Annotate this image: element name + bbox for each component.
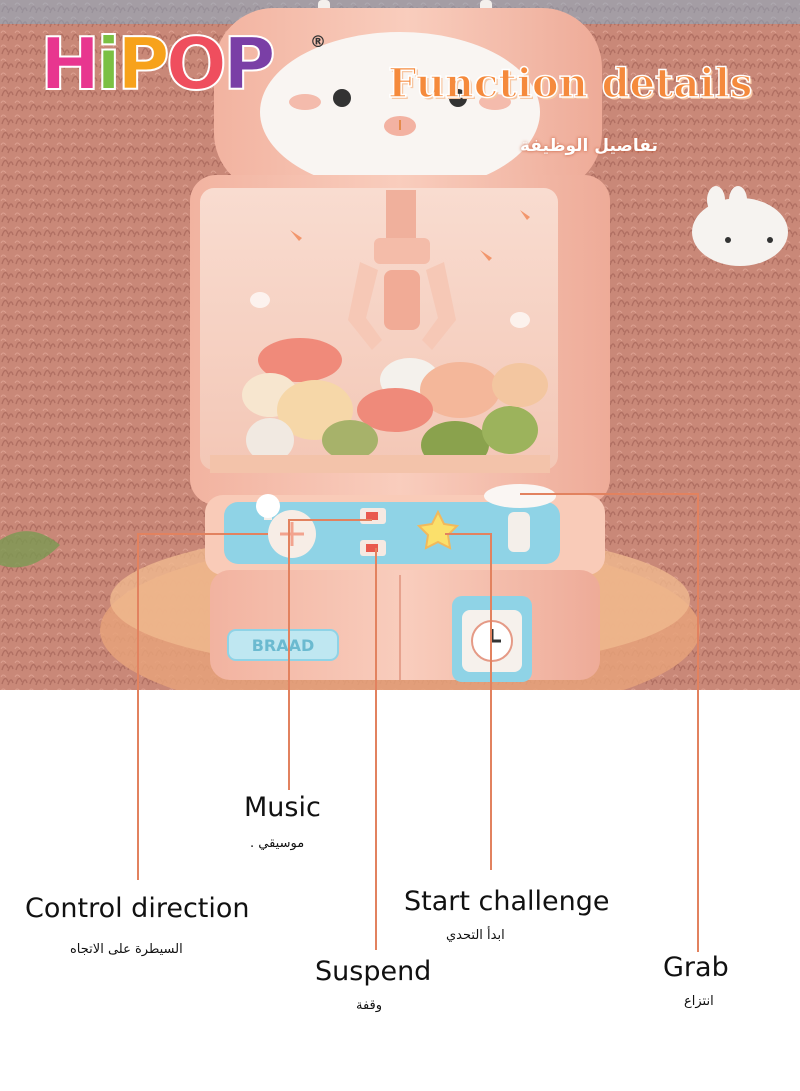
logo-letter-p2: P	[222, 22, 277, 106]
label-control-direction: Control direction	[25, 893, 250, 924]
label-start-challenge-ar: ابدأ التحدي	[446, 928, 505, 943]
logo-letter-o: O	[165, 22, 228, 106]
leader-line-music	[288, 519, 372, 790]
label-grab: Grab	[663, 952, 729, 983]
brand-logo: HiPOP ®	[39, 27, 326, 101]
label-suspend: Suspend	[315, 956, 432, 987]
leader-line-control	[137, 533, 268, 880]
machine-plate-text: BRAAD	[252, 636, 315, 655]
logo-letter-h: H	[39, 22, 101, 106]
registered-mark: ®	[310, 32, 326, 51]
label-start-challenge: Start challenge	[404, 886, 610, 917]
label-music: Music	[244, 792, 321, 823]
function-details-title: Function details	[387, 59, 753, 108]
function-details-subtitle-ar: تفاصيل الوظيفة	[520, 136, 658, 156]
product-photo: BRAAD	[0, 0, 800, 690]
label-grab-ar: انتزاع	[684, 994, 714, 1009]
logo-letter-p1: P	[116, 22, 171, 106]
label-control-direction-ar: السيطرة على الاتجاه	[70, 942, 183, 957]
label-suspend-ar: وقفة	[356, 998, 383, 1013]
label-music-ar: . موسيقي	[250, 836, 305, 851]
leader-line-grab	[520, 493, 699, 952]
leader-line-start	[445, 533, 492, 870]
